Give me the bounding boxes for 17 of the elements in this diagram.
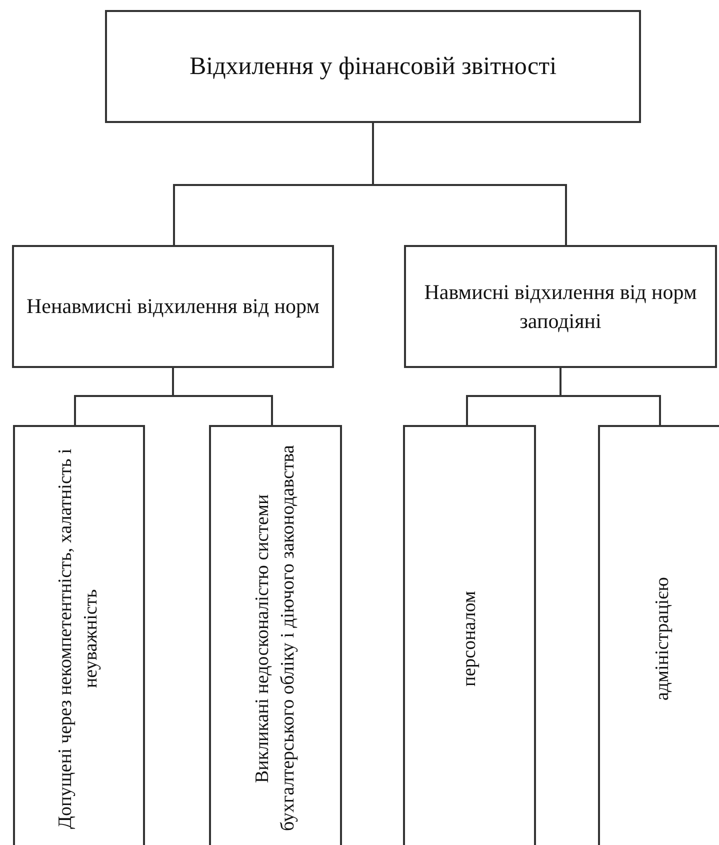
subcategory-box [13,425,145,845]
root-box [105,10,641,123]
box-label: Ненавмисні відхилення від норм [26,293,320,320]
subcategory-box [403,425,536,845]
box-label: Допущені через некомпетентність, халатність і неуважність [54,447,103,831]
box-label: персоналом [458,590,481,686]
connector-line [560,368,661,425]
connector-line [372,123,567,245]
category-box [12,245,334,368]
category-box [404,245,717,368]
box-label: Відхилення у фінансовій звітності [189,52,557,82]
subcategory-box [598,425,719,845]
box-label: Навмисні відхилення від норм заподіяні [423,279,698,334]
box-label: адміністрацією [651,576,674,700]
subcategory-box [209,425,342,845]
connector-line [172,368,273,425]
box-label: Викликані недосконалістю системи бухгалтерського обліку і діючого законодавства [250,444,300,834]
